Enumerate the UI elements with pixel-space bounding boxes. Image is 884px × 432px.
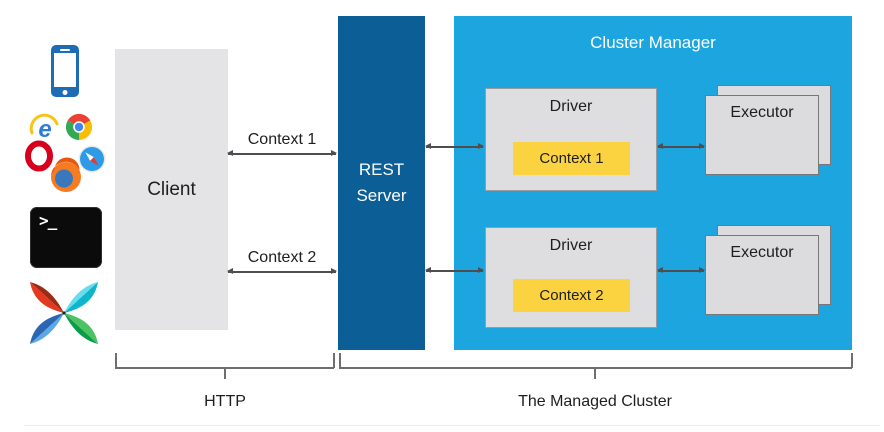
rest-server-box: REST Server bbox=[338, 16, 425, 350]
managed-brace-left-tick bbox=[339, 353, 341, 368]
rest-driver1-arrow bbox=[425, 143, 484, 149]
driver2-box: Driver bbox=[485, 227, 657, 328]
executor1-label: Executor bbox=[730, 104, 794, 121]
svg-text:e: e bbox=[38, 116, 51, 143]
phone-screen bbox=[54, 53, 76, 87]
http-brace-right-tick bbox=[333, 353, 335, 368]
executor1-box: Executor bbox=[705, 95, 819, 175]
driver1-executor1-arrow bbox=[657, 143, 705, 149]
client-box: Client bbox=[115, 49, 228, 330]
terminal-prompt: >_ bbox=[39, 211, 57, 230]
browsers-icon: e bbox=[25, 113, 106, 192]
opera-icon bbox=[25, 140, 53, 172]
rest-driver2-arrow bbox=[425, 267, 484, 273]
managed-brace-pointer bbox=[594, 368, 596, 379]
firefox-icon bbox=[51, 157, 81, 192]
driver1-label: Driver bbox=[549, 98, 593, 115]
driver1-box: Driver bbox=[485, 88, 657, 191]
chrome-icon bbox=[65, 113, 93, 141]
safari-icon bbox=[78, 145, 106, 173]
driver2-executor2-arrow bbox=[657, 267, 705, 273]
managed-cluster-label: The Managed Cluster bbox=[518, 393, 672, 410]
airflow-icon bbox=[30, 282, 98, 344]
phone-speaker bbox=[60, 48, 70, 51]
context1-label: Context 1 bbox=[247, 131, 317, 148]
terminal-icon: >_ bbox=[30, 207, 102, 268]
cluster-manager-title: Cluster Manager bbox=[590, 33, 716, 52]
smartphone-icon bbox=[51, 45, 79, 97]
context2-chip: Context 2 bbox=[513, 279, 630, 312]
http-brace bbox=[115, 367, 334, 369]
client-rest-context1-arrow bbox=[227, 150, 337, 156]
http-label: HTTP bbox=[204, 393, 246, 410]
executor2-box: Executor bbox=[705, 235, 819, 315]
http-brace-pointer bbox=[224, 368, 226, 379]
managed-brace-right-tick bbox=[851, 353, 853, 368]
bottom-divider bbox=[24, 425, 880, 426]
driver2-label: Driver bbox=[549, 237, 593, 254]
managed-cluster-brace bbox=[339, 367, 852, 369]
context1-chip: Context 1 bbox=[513, 142, 630, 175]
rest-server-label: REST Server bbox=[356, 159, 407, 205]
executor2-label: Executor bbox=[730, 244, 794, 261]
client-rest-context2-arrow bbox=[227, 268, 337, 274]
context2-label: Context 2 bbox=[247, 249, 317, 266]
phone-home-button bbox=[62, 89, 68, 95]
client-label: Client bbox=[147, 178, 196, 200]
internet-explorer-icon: e bbox=[29, 113, 59, 143]
http-brace-left-tick bbox=[115, 353, 117, 368]
